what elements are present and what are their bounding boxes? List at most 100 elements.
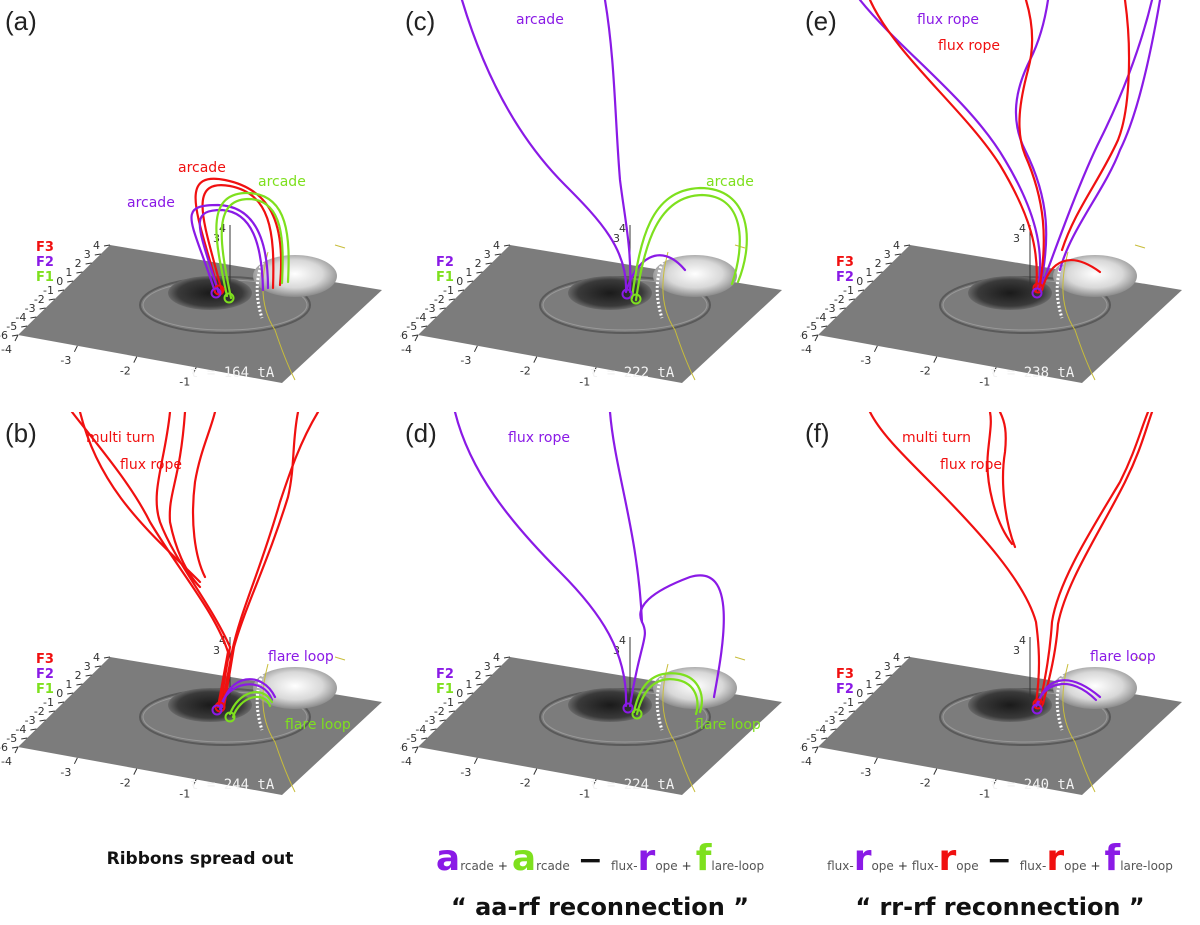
time-label: t = 222 tA <box>590 365 675 381</box>
y-tick-label: -6 <box>0 741 8 754</box>
x-tick <box>992 367 997 374</box>
formula-suffix: lare-loop <box>711 859 765 873</box>
y-tick <box>839 719 846 722</box>
time-label: t = 244 tA <box>190 777 275 793</box>
y-tick <box>903 244 911 247</box>
legend-f2: F2 <box>36 255 54 270</box>
rope-strand-4 <box>222 412 300 709</box>
formula-minus: − <box>986 843 1012 878</box>
field-line-label: arcade <box>127 195 175 211</box>
y-tick <box>76 271 83 274</box>
x-tick <box>73 345 78 353</box>
footpoint-f2 <box>211 704 223 716</box>
flux-rope-f3-c <box>1040 259 1102 292</box>
pil-bright-edge <box>1055 251 1070 319</box>
x-tick <box>192 367 197 374</box>
legend-f2: F2 <box>36 667 54 682</box>
time-label: t = 164 tA <box>190 365 275 381</box>
y-tick-label: -4 <box>415 723 426 736</box>
y-tick-label: -1 <box>43 696 54 709</box>
formula-initial: f <box>695 838 712 879</box>
y-tick <box>476 683 483 686</box>
y-tick-label: -1 <box>843 284 854 297</box>
pil-line-top <box>734 656 746 661</box>
y-tick <box>57 289 65 292</box>
formula-plus: + <box>497 859 508 873</box>
y-tick <box>448 710 455 713</box>
ring-outer <box>939 276 1111 334</box>
z-tick-label: 3 <box>213 644 220 657</box>
y-tick-label: 4 <box>893 239 900 252</box>
x-tick-label: -3 <box>60 354 71 367</box>
y-tick <box>503 656 511 659</box>
arcade-f2-inner <box>198 208 265 296</box>
formula-suffix: ope <box>1064 859 1087 873</box>
formula-initial: r <box>1046 838 1065 879</box>
arcade-f2-base <box>624 254 687 294</box>
flare-loop-f2-b <box>218 683 274 711</box>
arcade-f1-outer <box>215 191 290 298</box>
y-tick-label: 1 <box>65 266 72 279</box>
y-tick <box>857 289 865 292</box>
rope-f3-right-b <box>1041 412 1154 706</box>
y-tick <box>503 244 511 247</box>
pil-line <box>662 663 696 793</box>
z-tick-label: 3 <box>1013 644 1020 657</box>
formula-term: flare-loop <box>1105 838 1173 879</box>
y-tick-label: 2 <box>875 669 882 682</box>
y-tick-label: -1 <box>443 284 454 297</box>
pil-bright-edge <box>255 251 270 319</box>
rope-strand-1 <box>70 412 230 709</box>
x-tick <box>533 356 538 363</box>
formula-plus: + <box>897 859 908 873</box>
y-tick <box>485 262 492 265</box>
y-tick-label: -4 <box>15 311 26 324</box>
y-tick <box>48 298 55 301</box>
legend-f2: F2 <box>436 667 454 682</box>
field-line-label: flux rope <box>917 12 979 28</box>
pil-bright-edge <box>655 663 670 731</box>
rope-f3-turn-b <box>998 412 1017 549</box>
time-label: t = 240 tA <box>990 777 1075 793</box>
legend-f2: F2 <box>436 255 454 270</box>
formula-initial: r <box>938 838 957 879</box>
x-tick-label: -4 <box>401 343 412 356</box>
y-tick-label: -5 <box>806 732 817 745</box>
arcade-f3-inner <box>201 184 275 294</box>
x-tick <box>192 779 197 786</box>
formula-rr-rf: flux-rope+flux-rope−flux-rope+flare-loop <box>800 838 1200 879</box>
y-tick <box>439 719 446 722</box>
arcade-f2-outer <box>190 203 270 294</box>
panel-label: (f) <box>805 418 830 448</box>
y-tick-label: -4 <box>415 311 426 324</box>
y-tick-label: 0 <box>456 275 463 288</box>
arcade-f1-inner <box>634 193 741 302</box>
flux-rope-f2-b <box>1014 0 1050 290</box>
arcade-f2-left <box>460 0 628 294</box>
y-tick <box>94 253 101 256</box>
time-label: t = 238 tA <box>990 365 1075 381</box>
y-tick-label: 1 <box>465 678 472 691</box>
y-tick <box>57 701 65 704</box>
x-tick-label: -1 <box>579 787 590 800</box>
x-tick-label: -1 <box>979 787 990 800</box>
y-tick <box>85 262 92 265</box>
formula-initial: a <box>511 838 537 879</box>
x-tick <box>814 746 819 754</box>
y-tick <box>448 298 455 301</box>
z-tick-label: 4 <box>619 222 626 235</box>
y-tick-label: -4 <box>815 311 826 324</box>
legend-f1: F1 <box>36 270 54 285</box>
rope-f3-left-a <box>868 412 1041 706</box>
flux-rope-f2-left <box>453 412 628 708</box>
flare-loop-f1-b <box>635 678 699 716</box>
y-tick <box>457 289 465 292</box>
x-tick-label: -3 <box>60 766 71 779</box>
y-tick <box>439 307 446 310</box>
x-tick-label: -4 <box>801 343 812 356</box>
footpoint-f1 <box>223 292 235 304</box>
y-tick <box>476 271 483 274</box>
y-tick <box>867 280 874 283</box>
y-tick-label: 2 <box>75 669 82 682</box>
